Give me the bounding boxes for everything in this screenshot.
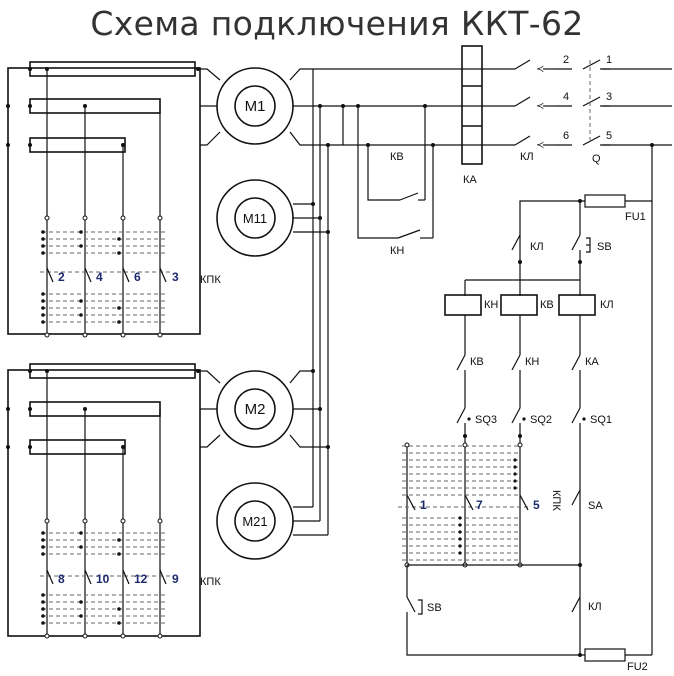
kl-power-label: КЛ [520, 151, 534, 163]
svg-text:КЛ: КЛ [530, 241, 544, 253]
top-controller-bar-2 [29, 98, 161, 114]
control-contact-1: 1 [420, 498, 427, 512]
svg-text:КН: КН [525, 356, 539, 368]
bottom-contact-9: 9 [172, 572, 179, 586]
ka-label: КА [463, 174, 477, 186]
top-controller-bar-1 [29, 61, 196, 77]
control-kpk-label: КПК [550, 490, 562, 511]
svg-text:SQ3: SQ3 [475, 414, 497, 426]
top-controller-frame [7, 67, 201, 335]
svg-text:КВ: КВ [470, 356, 484, 368]
svg-text:≺: ≺ [536, 64, 544, 75]
line-contactor-kl: ≺ ≺ ≺ КЛ [514, 58, 555, 163]
svg-text:3: 3 [606, 91, 612, 103]
svg-text:2: 2 [563, 54, 569, 66]
svg-text:M21: M21 [242, 514, 267, 529]
svg-text:6: 6 [563, 130, 569, 142]
main-switch-q: Q [572, 58, 610, 165]
fu1-label: FU1 [625, 211, 646, 223]
top-controller-group: 2 4 6 3 КПК [6, 61, 221, 338]
diagram-title: Схема подключения ККТ-62 [90, 4, 584, 43]
svg-text:SQ1: SQ1 [590, 414, 612, 426]
svg-text:КВ: КВ [540, 299, 554, 311]
bottom-contact-8: 8 [58, 572, 65, 586]
top-contact-6: 6 [134, 270, 141, 284]
svg-text:M2: M2 [245, 401, 266, 418]
q-label: Q [592, 153, 601, 165]
fu2-label: FU2 [627, 661, 648, 673]
svg-text:КА: КА [585, 356, 599, 368]
top-contact-4: 4 [96, 270, 103, 284]
terminal-numbers: 2 1 4 3 6 5 [563, 54, 612, 142]
bottom-contact-10: 10 [96, 572, 110, 586]
bottom-contact-12: 12 [134, 572, 148, 586]
control-circuit: FU1 КЛ SB КН КВ КЛ КВ КН КА [398, 145, 653, 673]
top-kpk-label: КПК [200, 274, 221, 286]
svg-text:SQ2: SQ2 [530, 414, 552, 426]
kv-label: КВ [390, 151, 404, 163]
top-contact-3: 3 [172, 270, 179, 284]
kn-label: КН [390, 245, 404, 257]
svg-text:5: 5 [606, 130, 612, 142]
svg-text:1: 1 [606, 54, 612, 66]
bottom-controller-bar-3 [29, 439, 126, 455]
svg-text:4: 4 [563, 91, 569, 103]
svg-text:SB: SB [427, 602, 442, 614]
svg-text:M1: M1 [245, 98, 266, 115]
svg-text:SB: SB [597, 241, 612, 253]
bottom-controller-frame [7, 369, 201, 637]
top-controller-bar-3 [29, 137, 126, 153]
sa-label: SA [588, 500, 603, 512]
svg-text:≺: ≺ [536, 140, 544, 151]
svg-text:M11: M11 [243, 211, 267, 226]
top-contact-2: 2 [58, 270, 65, 284]
motor-m1: M1 [216, 67, 294, 145]
current-relay-ka: КА [461, 45, 483, 186]
svg-text:КЛ: КЛ [600, 299, 614, 311]
control-contact-7: 7 [476, 498, 483, 512]
motor-m2: M2 [216, 370, 294, 448]
svg-text:≺: ≺ [536, 101, 544, 112]
svg-text:КЛ: КЛ [588, 601, 602, 613]
bottom-kpk-label: КПК [200, 576, 221, 588]
motor-m21: M21 [216, 482, 294, 560]
control-contact-5: 5 [533, 498, 540, 512]
svg-text:КН: КН [484, 299, 498, 311]
bottom-controller-bar-2 [29, 401, 161, 417]
bottom-controller-bar-1 [29, 363, 196, 379]
motor-m11: M11 [216, 179, 294, 257]
reversing-contactors: КВ КН [342, 106, 434, 257]
bottom-controller-group: 8 10 12 9 КПК [6, 363, 221, 639]
